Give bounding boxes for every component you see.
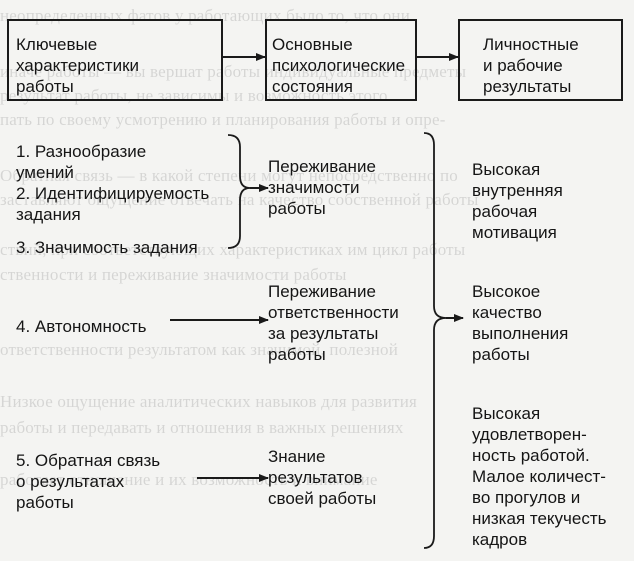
box-psychological-states xyxy=(265,19,417,101)
box-key-characteristics xyxy=(7,19,223,101)
outcome-quality: Высокое качество выполнения работы xyxy=(472,282,569,364)
bleed-through-line: Обратная связь — в какой степени могут н… xyxy=(0,166,458,185)
brace-group-1 xyxy=(227,134,251,249)
bleed-through-line: ствий, при соответствующих характеристик… xyxy=(0,240,466,259)
state-meaningfulness: Переживание значимости работы xyxy=(268,157,376,218)
characteristic-feedback: 5. Обратная связь о результатах работы xyxy=(16,451,161,512)
bleed-through-line: работает отношение и их возможность и вн… xyxy=(0,470,378,489)
bleed-through-line: ответственности результатом как значимой… xyxy=(0,340,399,359)
bleed-through-line: иначе работы — вы вершат работы индивиду… xyxy=(0,62,467,81)
box-psychological-states-label: Основные психологические состояния xyxy=(272,35,406,96)
state-responsibility: Переживание ответственности за результат… xyxy=(268,282,399,364)
box-results-label: Личностные и рабочие результаты xyxy=(483,35,579,96)
outcome-motivation: Высокая внутренняя рабочая мотивация xyxy=(472,160,563,242)
characteristic-autonomy: 4. Автономность xyxy=(16,317,147,336)
bleed-through-line: Низкое ощущение аналитических навыков дл… xyxy=(0,392,418,411)
outcome-satisfaction: Высокая удовлетворен- ность работой. Мал… xyxy=(472,404,607,549)
brace-group-2 xyxy=(423,132,447,549)
characteristic-skill-variety: 1. Разнообразие умений xyxy=(16,142,147,182)
state-knowledge-of-results: Знание результатов своей работы xyxy=(268,447,377,508)
box-key-characteristics-label: Ключевые характеристики работы xyxy=(16,35,140,96)
bleed-through-line: работы и передавать и отношения в важных… xyxy=(0,418,404,437)
bleed-through-line: ственности и переживание значимости рабо… xyxy=(0,265,347,284)
characteristic-task-significance: 3. Значимость задания xyxy=(16,238,198,257)
characteristic-task-identity: 2. Идентифицируемость задания xyxy=(16,184,210,224)
bleed-through-line: пать по своему усмотрению и планирования… xyxy=(0,110,446,129)
box-results xyxy=(458,19,623,101)
